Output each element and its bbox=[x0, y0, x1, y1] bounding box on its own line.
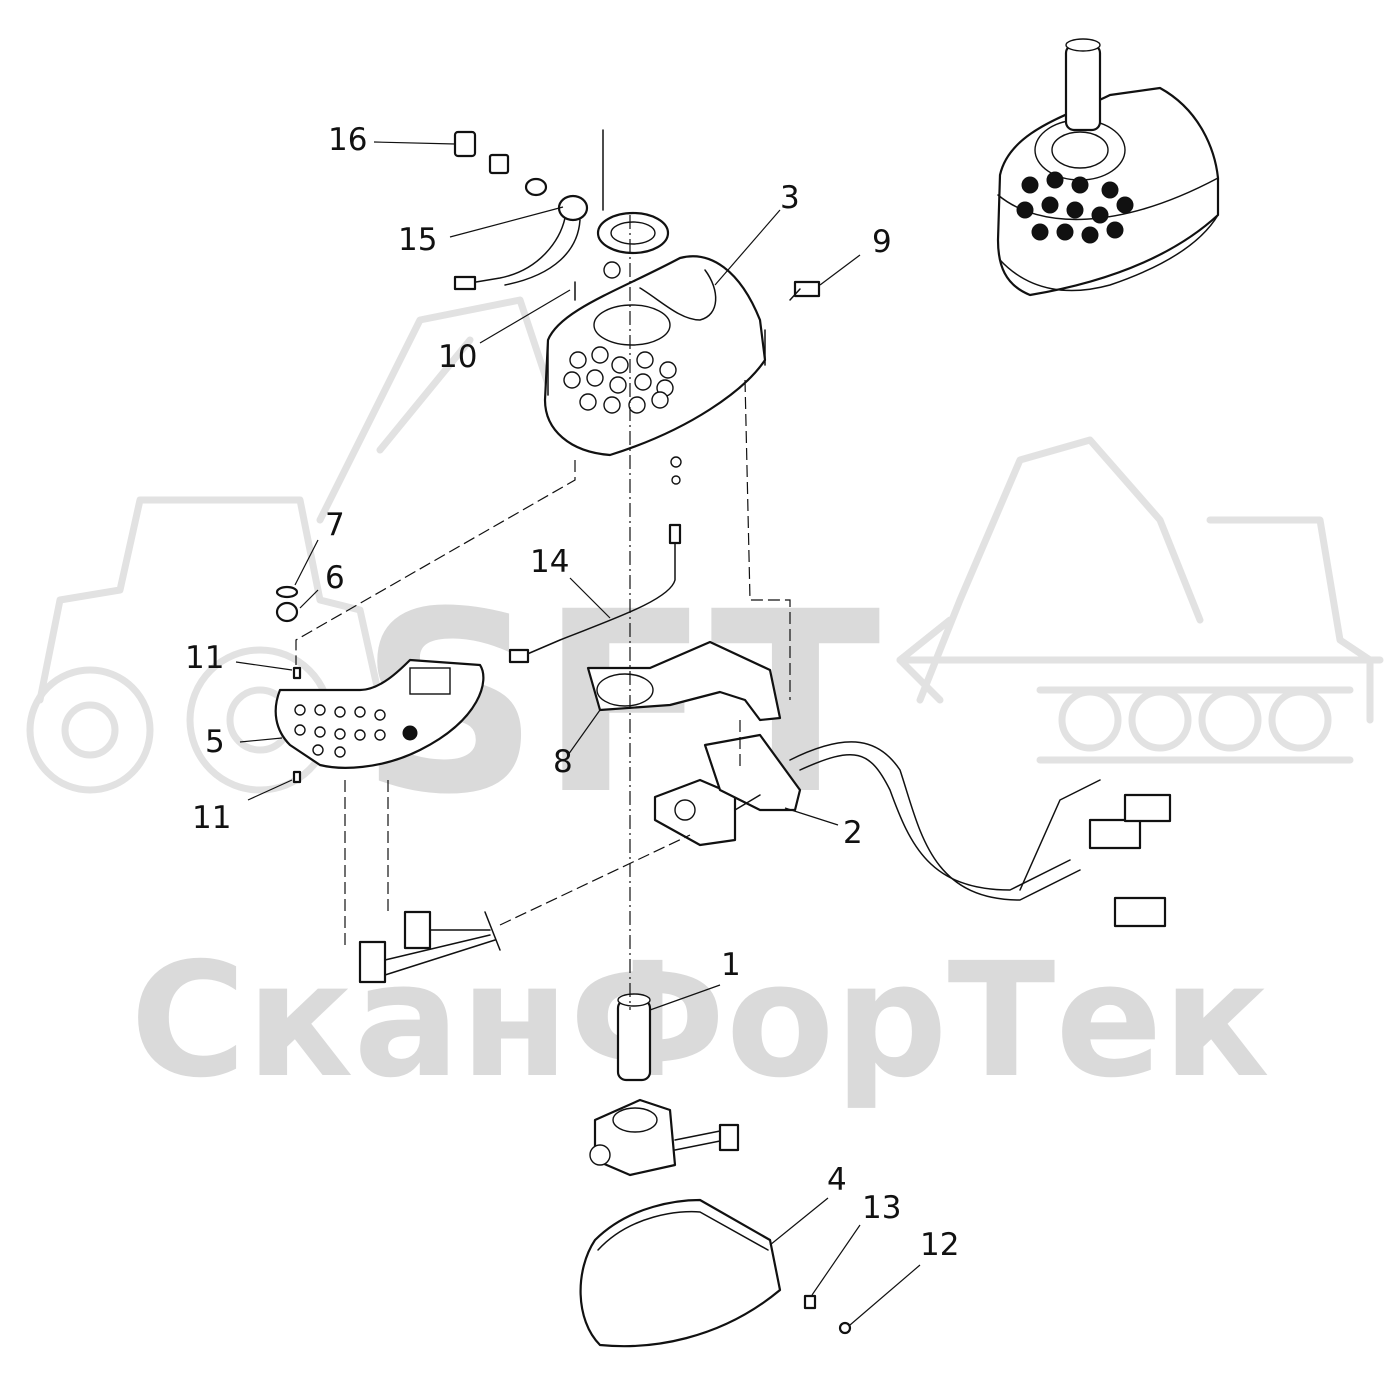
assembled-joystick-view bbox=[996, 38, 1220, 297]
part-10-pin bbox=[574, 129, 604, 301]
part-11-spacers bbox=[292, 666, 302, 784]
part-14-cable bbox=[508, 456, 682, 664]
part-16-knob bbox=[453, 130, 548, 197]
callout-15: 15 bbox=[398, 222, 437, 258]
part-15-knob-assembly bbox=[453, 194, 589, 291]
callout-10: 10 bbox=[438, 339, 477, 375]
callout-16: 16 bbox=[328, 122, 367, 158]
callout-13: 13 bbox=[862, 1190, 901, 1226]
leader-lines bbox=[235, 141, 921, 1326]
watermark-company-name: СканФорТек bbox=[130, 929, 1269, 1113]
part-8-bracket bbox=[586, 640, 782, 722]
callout-3: 3 bbox=[780, 180, 800, 216]
part-2-body bbox=[653, 733, 1172, 928]
callout-6: 6 bbox=[325, 560, 345, 596]
part-harness-connectors bbox=[358, 910, 501, 984]
part-1-joystick bbox=[589, 993, 740, 1177]
callout-12: 12 bbox=[920, 1227, 959, 1263]
watermark-excavator-right bbox=[896, 436, 1384, 764]
part-6-7-button bbox=[275, 585, 299, 623]
part-5-keypad bbox=[274, 658, 485, 769]
part-9-screw bbox=[789, 280, 821, 301]
callout-9: 9 bbox=[872, 224, 892, 260]
callout-11-upper: 11 bbox=[185, 640, 224, 676]
callout-4: 4 bbox=[827, 1162, 847, 1198]
part-3-top-housing bbox=[543, 255, 767, 457]
part-4-bottom-cover bbox=[579, 1198, 852, 1348]
callout-11-lower: 11 bbox=[192, 800, 231, 836]
callout-1: 1 bbox=[721, 947, 741, 983]
callout-8: 8 bbox=[553, 744, 573, 780]
callout-14: 14 bbox=[530, 544, 569, 580]
callouts: 1 2 3 4 5 6 7 8 9 10 11 11 12 13 14 15 1… bbox=[185, 122, 959, 1263]
callout-2: 2 bbox=[843, 815, 863, 851]
watermark: SFT СканФорТек bbox=[26, 296, 1384, 1113]
callout-5: 5 bbox=[205, 724, 225, 760]
callout-7: 7 bbox=[325, 507, 345, 543]
part-ring-plate bbox=[596, 211, 670, 279]
alignment-lines bbox=[295, 215, 791, 1010]
